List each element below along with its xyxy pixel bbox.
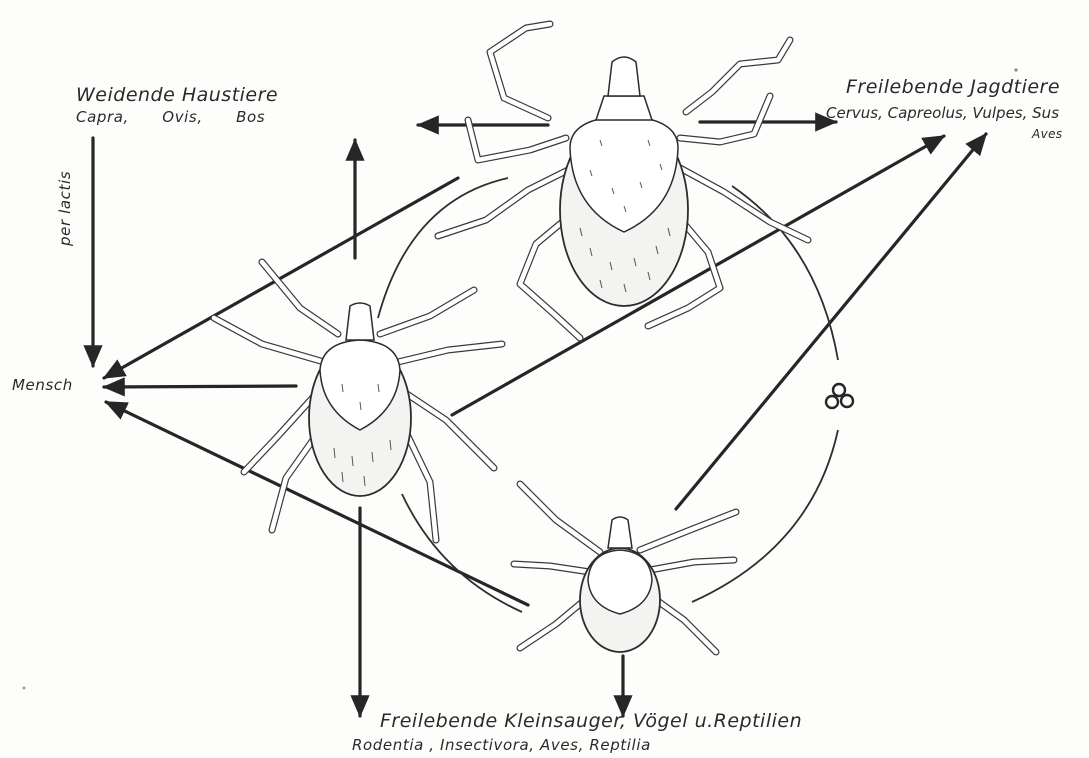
cycle-arc-nymph-to-adult (378, 178, 508, 318)
nymph-tick-illustration (214, 262, 502, 540)
game-hosts-aves: Aves (1032, 127, 1063, 141)
cycle-arc-eggs-to-larva (692, 430, 838, 602)
domestic-hosts-species: Capra, Ovis, Bos (76, 108, 265, 126)
arrow-nymph-to-mensch (104, 386, 296, 387)
larva-tick-illustration (514, 484, 736, 652)
game-hosts-species: Cervus, Capreolus, Vulpes, Sus (826, 104, 1059, 122)
page-speck (23, 687, 26, 690)
domestic-hosts-title: Weidende Haustiere (76, 84, 278, 106)
per-lactis-label: per lactis (56, 171, 74, 246)
small-hosts-title: Freilebende Kleinsauger, Vögel u.Reptili… (380, 710, 802, 732)
small-hosts-species: Rodentia , Insectivora, Aves, Reptilia (352, 736, 651, 754)
human-host-label: Mensch (12, 376, 73, 394)
page-speck (1014, 68, 1017, 71)
game-hosts-title: Freilebende Jagdtiere (846, 76, 1060, 98)
egg-cluster-symbol (826, 384, 853, 408)
